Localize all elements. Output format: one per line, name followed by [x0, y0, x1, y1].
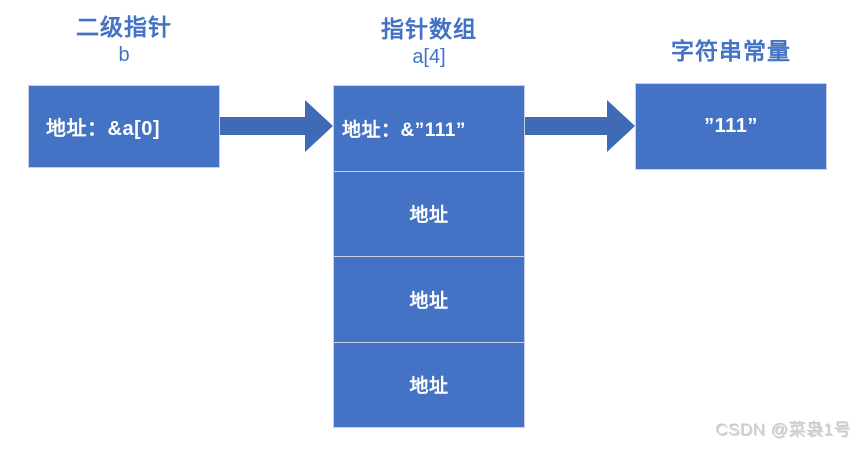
- double-pointer-node: 地址：&a[0]: [28, 85, 220, 168]
- double-pointer-title: 二级指针 b: [28, 14, 220, 67]
- double-pointer-title-text: 二级指针: [76, 14, 172, 40]
- pointer-array-row-1: 地址: [334, 170, 524, 257]
- double-pointer-subtitle: b: [118, 44, 130, 67]
- string-constant-title-text: 字符串常量: [671, 38, 791, 64]
- string-constant-cell-text: ”111”: [704, 115, 758, 137]
- pointer-array-row-0: 地址：&”111”: [342, 119, 466, 141]
- arrow-right-icon: [525, 100, 635, 152]
- pointer-array-row-3: 地址: [334, 341, 524, 428]
- double-pointer-cell-text: 地址：&a[0]: [46, 118, 161, 140]
- string-constant-title: 字符串常量: [635, 38, 827, 64]
- pointer-array-title-text: 指针数组: [381, 16, 477, 42]
- string-constant-node: ”111”: [635, 83, 827, 170]
- pointer-array-node: 地址：&”111” 地址 地址 地址: [333, 85, 525, 428]
- pointer-array-title: 指针数组 a[4]: [333, 16, 525, 69]
- csdn-watermark: CSDN @菜袅1号: [716, 421, 852, 440]
- pointer-array-row-2: 地址: [334, 256, 524, 342]
- arrow-right-icon: [220, 100, 333, 152]
- pointer-array-subtitle: a[4]: [412, 46, 446, 69]
